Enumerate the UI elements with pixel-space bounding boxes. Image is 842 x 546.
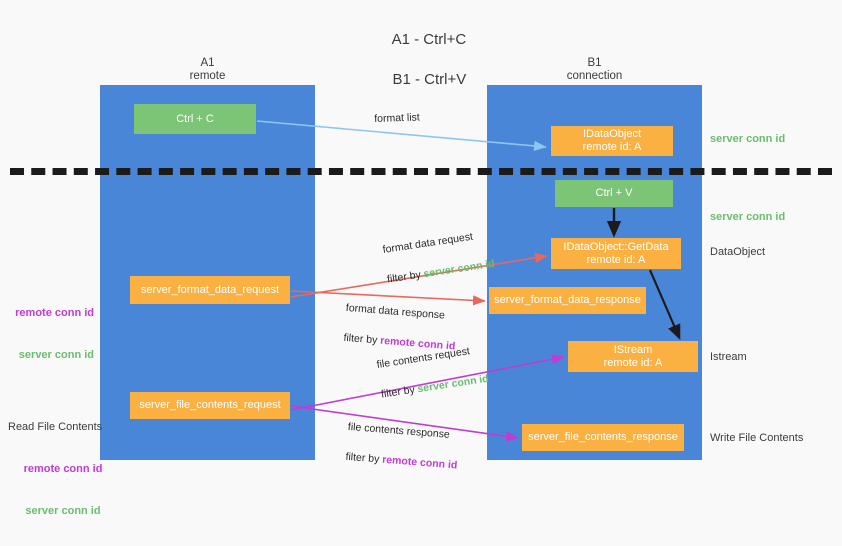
left-label-server-conn-id: server conn id xyxy=(25,505,101,517)
column-header-b1: B1 connection xyxy=(566,57,623,82)
edge-label-line-1: file contents response xyxy=(347,420,451,441)
right-label-server-conn-id-mid: server conn id xyxy=(710,211,786,223)
phase-divider xyxy=(10,168,832,175)
box-istream[interactable]: IStream remote id: A xyxy=(568,341,698,372)
edge-label-conn-key: server conn id xyxy=(422,257,496,281)
left-label-remote-conn-id: remote conn id xyxy=(23,463,103,475)
right-label-istream: Istream xyxy=(710,351,747,363)
edge-label-conn-key: server conn id xyxy=(416,372,490,396)
box-ctrl-v[interactable]: Ctrl + V xyxy=(555,180,673,207)
edge-label-line-1: format data request xyxy=(381,230,474,256)
diagram-canvas: A1 - Ctrl+C B1 - Ctrl+V A1 remote B1 con… xyxy=(0,10,842,517)
edge-label-filter-prefix: filter by xyxy=(380,383,419,401)
edge-label-filter-prefix: filter by xyxy=(386,268,425,286)
edge-label-format-list: format list xyxy=(374,111,420,125)
edge-label-line-1: file contents request xyxy=(375,345,471,371)
left-label-server-conn-id: server conn id xyxy=(18,349,94,361)
box-server-file-contents-response[interactable]: server_file_contents_response xyxy=(522,424,684,451)
box-idataobject[interactable]: IDataObject remote id: A xyxy=(551,126,673,156)
box-server-format-data-request[interactable]: server_format_data_request xyxy=(130,276,290,304)
column-header-a1: A1 remote xyxy=(189,57,226,82)
left-label-group-1: remote conn id server conn id xyxy=(8,278,94,390)
edge-label-filter-prefix: filter by xyxy=(345,450,383,466)
box-idataobject-getdata[interactable]: IDataObject::GetData remote id: A xyxy=(551,238,681,269)
left-label-remote-conn-id: remote conn id xyxy=(15,307,94,319)
right-label-server-conn-id-top: server conn id xyxy=(710,133,786,145)
page-title: A1 - Ctrl+C B1 - Ctrl+V xyxy=(0,10,842,110)
right-label-dataobject: DataObject xyxy=(710,246,766,258)
edge-label-file-contents-response: file contents response filter by remote … xyxy=(332,404,461,488)
left-label-read-file-contents: Read File Contents xyxy=(8,421,103,433)
edge-label-conn-key: remote conn id xyxy=(381,453,458,472)
title-line-1: A1 - Ctrl+C xyxy=(391,31,467,48)
edge-label-file-contents-request: file contents request filter by server c… xyxy=(362,327,492,419)
box-ctrl-c[interactable]: Ctrl + C xyxy=(134,104,256,134)
right-label-write-file-contents: Write File Contents xyxy=(710,432,804,444)
title-line-2: B1 - Ctrl+V xyxy=(392,71,467,88)
edge-label-line-1: format data response xyxy=(345,301,446,322)
box-server-format-data-response[interactable]: server_format_data_response xyxy=(489,287,646,314)
box-server-file-contents-request[interactable]: server_file_contents_request xyxy=(130,392,290,419)
